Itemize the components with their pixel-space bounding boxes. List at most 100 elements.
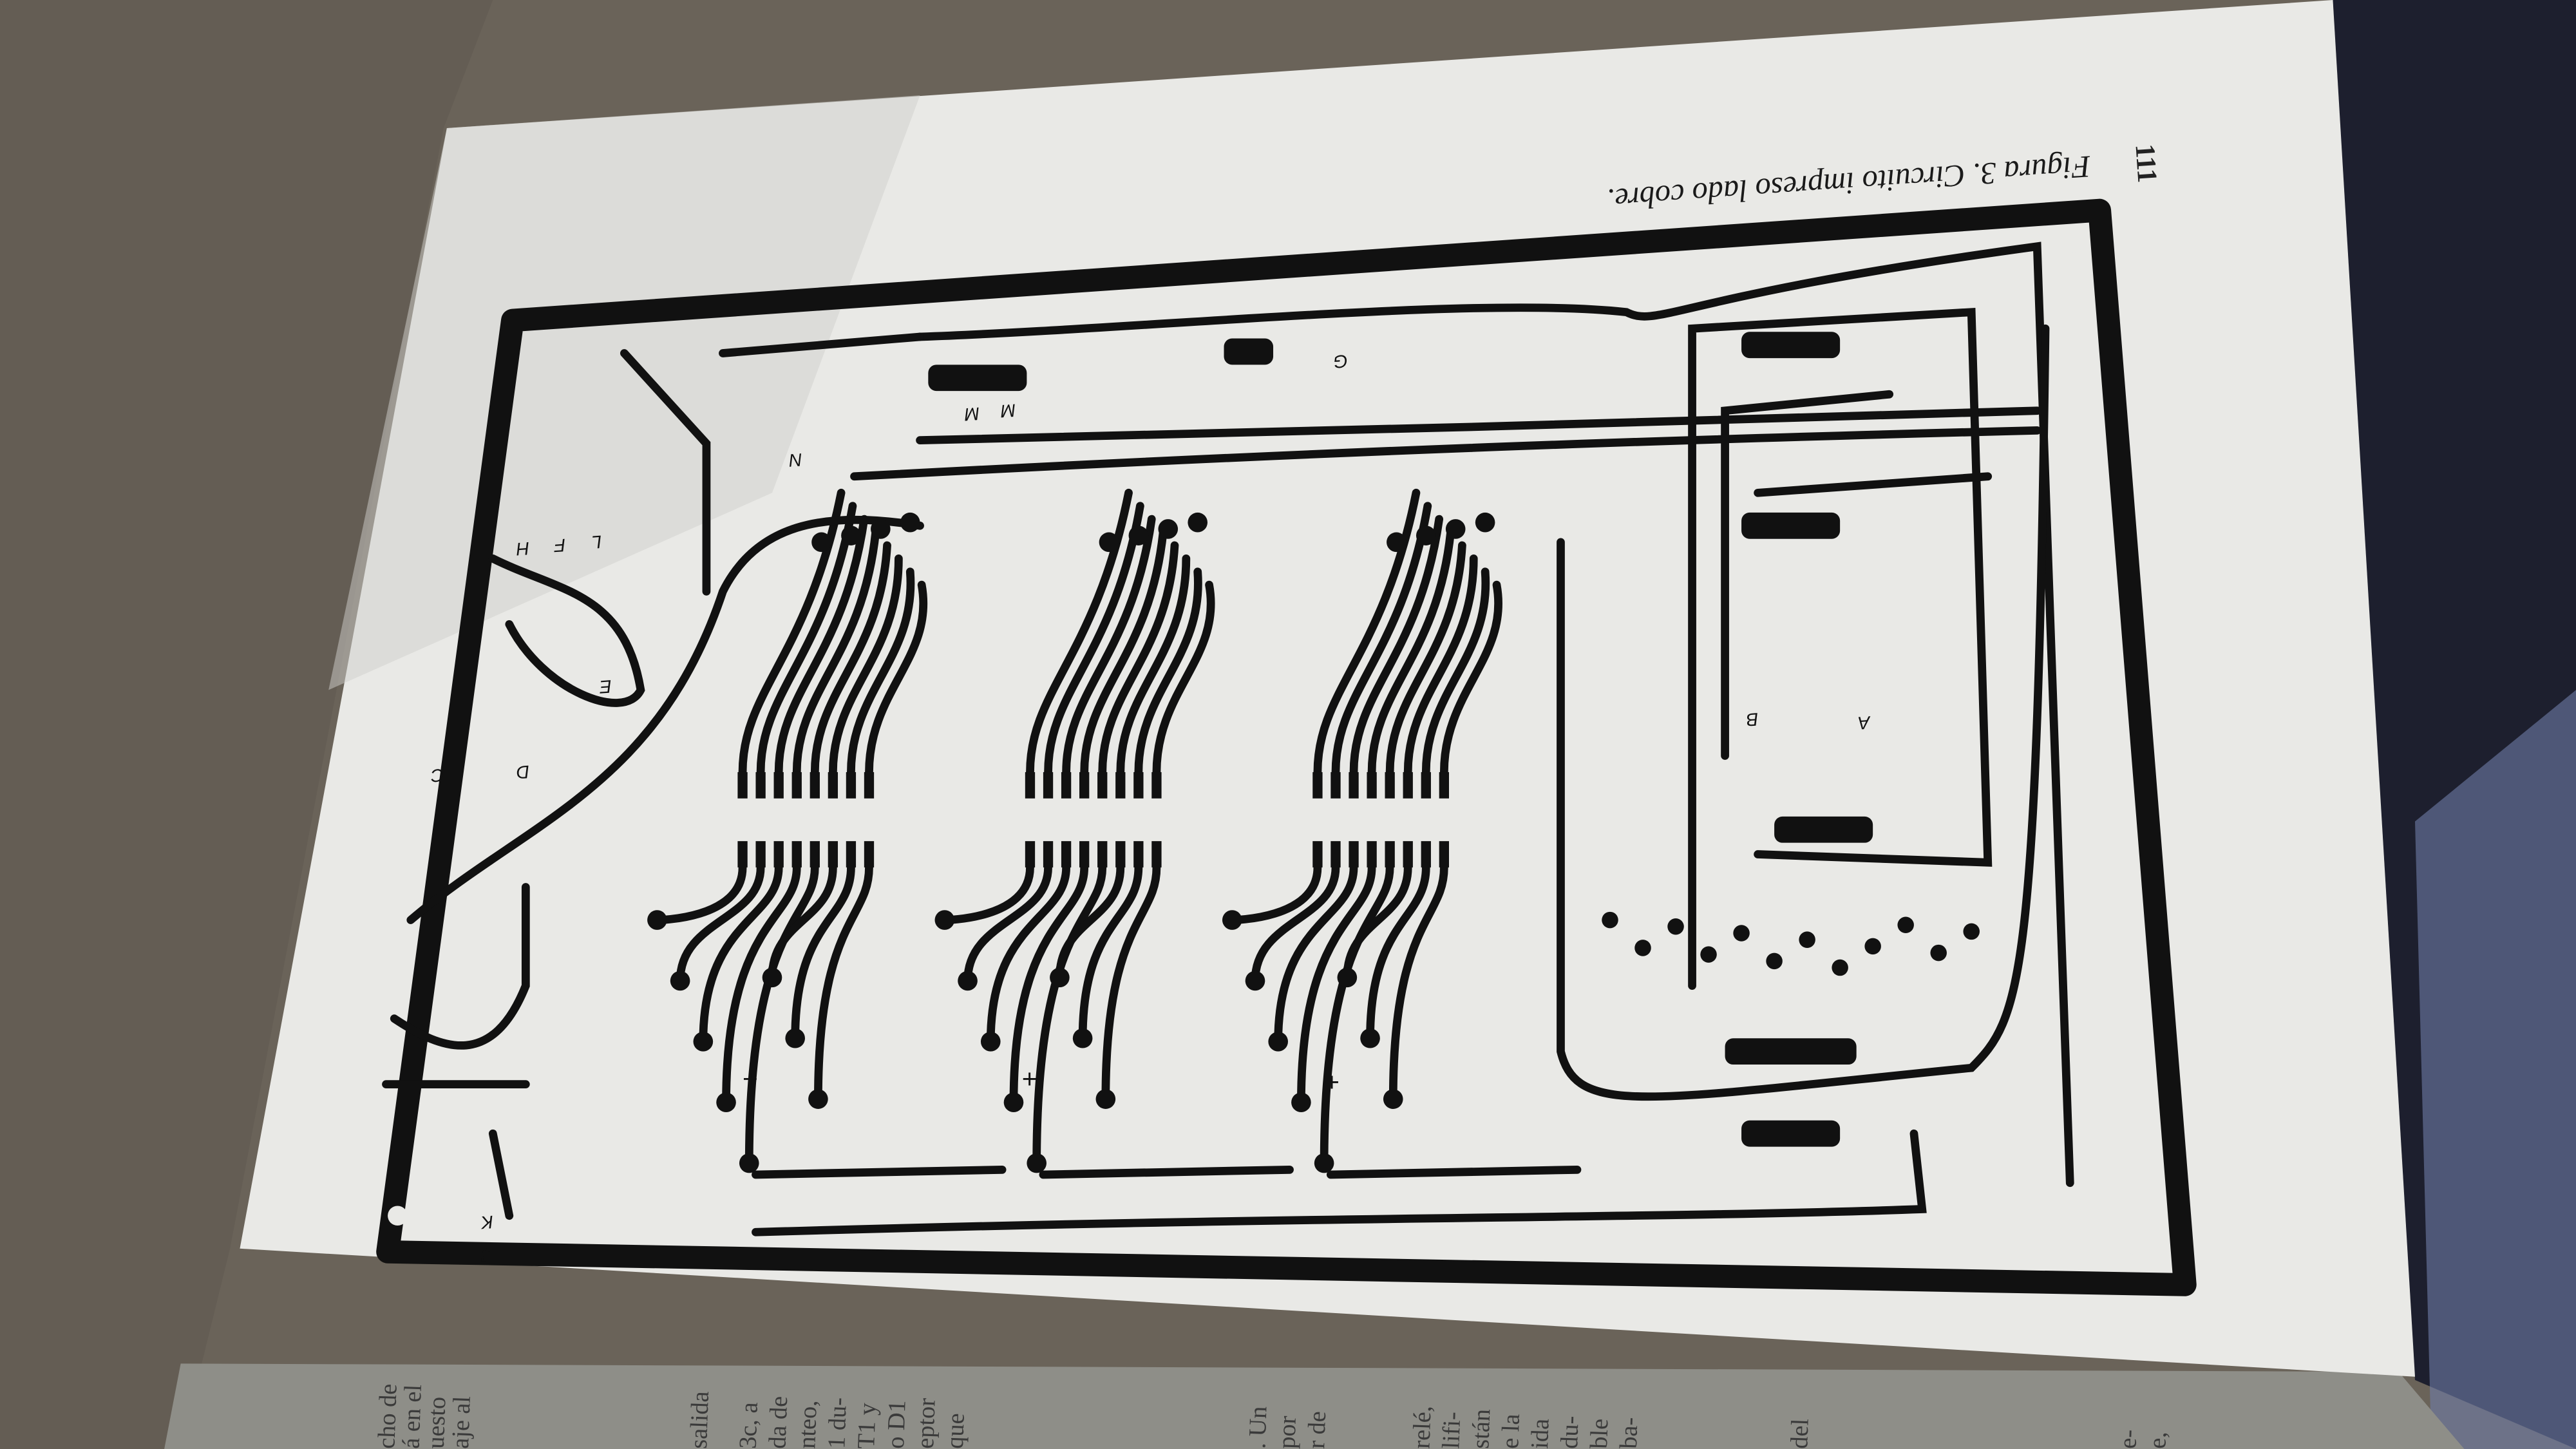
page-number: 111 [2129, 143, 2163, 184]
facing-page-text-line: cho de [373, 1383, 402, 1449]
ic-pad [828, 841, 838, 867]
copper-trace [1688, 307, 1993, 990]
ic-pad [1403, 772, 1413, 799]
copper-trace [699, 863, 783, 1046]
blue-cloth [2415, 690, 2576, 1449]
solder-pad [1897, 916, 1914, 933]
facing-page-text-line: 1 du- [823, 1397, 852, 1449]
solder-pad [1158, 519, 1179, 539]
copper-trace [1326, 1165, 1582, 1179]
pcb-label-m-2: M [999, 401, 1016, 422]
ic-pad [1312, 772, 1323, 799]
concrete-floor [0, 0, 493, 1449]
solder-pad [1766, 952, 1783, 970]
ic-pad [1079, 841, 1090, 867]
ic-pad [1331, 841, 1341, 867]
solder-pad [1003, 1092, 1024, 1113]
ic-pad [810, 841, 820, 867]
copper-trace [1078, 863, 1143, 1043]
solder-pad [958, 971, 978, 991]
pcb-label-h: H [515, 538, 530, 559]
copper-trace [1313, 488, 1421, 777]
copper-trace [850, 426, 2041, 481]
solder-pad [670, 971, 690, 991]
ic-pad [755, 772, 766, 799]
facing-page-text-line: 3c, a [734, 1402, 762, 1449]
solder-pad [1387, 532, 1406, 553]
pcb-label-e: E [599, 676, 612, 697]
facing-page-text-line: ba- [1615, 1417, 1643, 1449]
solder-pad [1050, 967, 1070, 988]
copper-trace [756, 502, 857, 777]
pcb-label-d: D [516, 762, 530, 782]
copper-trace [1557, 324, 2050, 1101]
ic-pad [791, 772, 802, 799]
solder-pad [841, 526, 861, 545]
copper-trace [768, 863, 837, 982]
copper-trace [916, 242, 2074, 1188]
solder-pad [1337, 967, 1358, 988]
copper-trace [738, 488, 846, 777]
solder-pad [1360, 1028, 1380, 1048]
solder-pad [1128, 526, 1149, 545]
facing-page-text-line: ble [1586, 1418, 1614, 1449]
copper-trace [722, 863, 801, 1107]
facing-page-text-line: e, [2144, 1431, 2172, 1449]
copper-trace [620, 332, 924, 596]
ic-pad [791, 841, 802, 867]
facing-page-text-line: T1 y [853, 1403, 881, 1449]
solder-pad [1667, 918, 1684, 935]
facing-page-text-line: por [1273, 1416, 1302, 1449]
solder-pad [980, 1032, 1001, 1052]
ic-pad [1079, 772, 1090, 799]
component-pad [1774, 816, 1873, 843]
ic-pad [1385, 841, 1395, 867]
facing-page-text-line: salida [685, 1391, 714, 1449]
copper-trace [406, 515, 924, 924]
facing-page-text-line: da de [764, 1396, 793, 1449]
ic-pad [1367, 772, 1377, 799]
solder-pad [1475, 512, 1495, 533]
solder-pad [1268, 1032, 1288, 1052]
plus-mark: + [743, 1064, 758, 1094]
copper-trace [774, 515, 869, 777]
ic-pad [773, 772, 784, 799]
copper-trace [986, 863, 1070, 1046]
mounting-hole [2126, 1235, 2146, 1255]
copper-trace [847, 567, 915, 777]
copper-trace [810, 541, 891, 777]
ic-pad [1025, 772, 1036, 799]
ic-pad [1115, 772, 1126, 799]
copper-trace [1098, 541, 1179, 777]
solder-pad [1095, 1089, 1116, 1109]
copper-trace [1349, 515, 1444, 777]
copper-trace [1297, 863, 1376, 1107]
pcb-label-n: N [788, 450, 803, 470]
facing-page-text-line: eptor [912, 1397, 941, 1449]
solder-pad [811, 532, 831, 553]
pcb-label-l: L [591, 532, 603, 553]
solder-pad [1099, 532, 1119, 553]
component-pad [1741, 512, 1841, 539]
ic-pad [828, 772, 838, 799]
component-pad [1224, 338, 1274, 365]
ic-pad [864, 772, 875, 799]
solder-pad [762, 967, 782, 988]
solder-pad [1072, 1028, 1093, 1048]
facing-page-text-line: ida [1526, 1418, 1555, 1449]
facing-page-text-line: o D1 [882, 1399, 911, 1449]
solder-pad [1027, 1153, 1046, 1173]
solder-pad [900, 512, 920, 533]
facing-page-text-line: del [1786, 1418, 1814, 1449]
copper-trace [1044, 502, 1144, 777]
ic-pad [1439, 841, 1449, 867]
facing-page-text-line: que [942, 1413, 970, 1449]
plus-mark: + [1022, 1064, 1037, 1094]
facing-page-text-line: aje al [447, 1396, 476, 1449]
ic-pad [1133, 841, 1144, 867]
ic-pad [1421, 772, 1431, 799]
ic-pad [1043, 772, 1054, 799]
facing-page-text-line: stán [1467, 1408, 1495, 1449]
